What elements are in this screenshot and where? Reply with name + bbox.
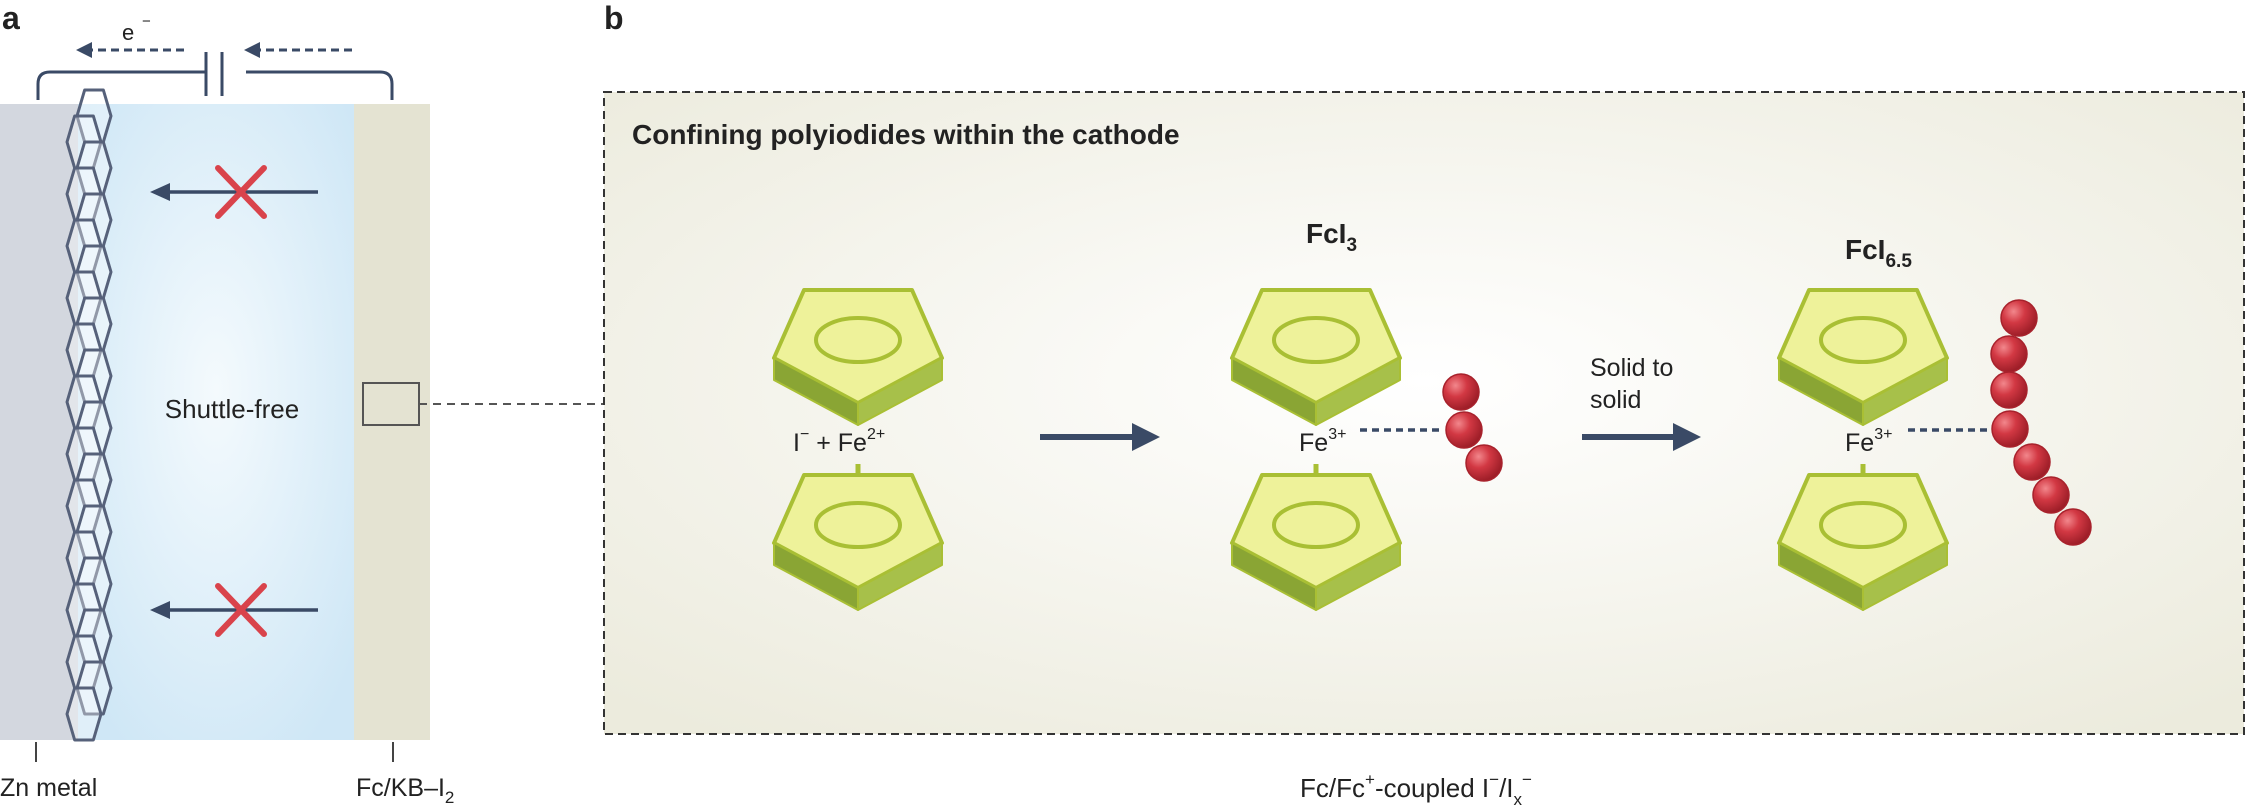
separator-hexagon — [65, 686, 103, 742]
iodine-atom — [2032, 476, 2070, 514]
cathode-electrode — [354, 104, 430, 740]
electron-superscript: − — [142, 13, 151, 30]
reaction-arrow — [1040, 423, 1160, 451]
fci3-molecule: FcI3 Fe3+ — [1230, 218, 1503, 612]
iodine-atom — [1991, 410, 2029, 448]
panel-a-letter: a — [2, 0, 20, 36]
iodide-iron-label: I− + Fe2+ — [793, 426, 885, 457]
iodine-atom — [2054, 508, 2092, 546]
shuttle-free-label: Shuttle-free — [165, 394, 299, 424]
iodine-atom — [1442, 373, 1480, 411]
fci65-molecule: FcI6.5 Fe3+ — [1777, 234, 2092, 612]
transition-label-line2: solid — [1590, 386, 1641, 414]
zn-metal-electrode — [0, 104, 78, 740]
fci65-title: FcI6.5 — [1845, 234, 1912, 272]
iodine-atom — [1990, 371, 2028, 409]
cross-mark-icon — [215, 583, 267, 637]
cross-mark-icon — [215, 165, 267, 219]
iodine-atom — [1990, 335, 2028, 373]
separator-layer — [65, 88, 113, 742]
panel-b-letter: b — [604, 0, 624, 36]
external-circuit: e − — [36, 13, 394, 100]
iodine-atom — [1465, 444, 1503, 482]
blocked-shuttle-bottom — [150, 583, 318, 637]
iodine-atom — [2013, 443, 2051, 481]
panel-b-title: Confining polyiodides within the cathode — [632, 119, 1180, 150]
ferrocenium-label: Fe3+ — [1845, 426, 1892, 457]
electron-label: e — [122, 20, 134, 45]
blocked-shuttle-top — [150, 165, 318, 219]
fci3-title: FcI3 — [1306, 218, 1357, 256]
iodine-atom — [1445, 411, 1483, 449]
panel-b-caption: Fc/Fc+-coupled I−/Ix− — [1300, 770, 1532, 807]
iodine-atom — [2000, 299, 2038, 337]
ferrocene-molecule: I− + Fe2+ — [772, 288, 944, 612]
cathode-label: Fc/KB–I2 — [356, 774, 454, 807]
panel-b: b Confining polyiodides within the catho… — [603, 0, 2245, 807]
transition-label-line1: Solid to — [1590, 354, 1673, 382]
zn-metal-label: Zn metal — [0, 774, 97, 802]
solid-to-solid-arrow: Solid to solid — [1582, 354, 1701, 451]
ferrocenium-label: Fe3+ — [1299, 426, 1346, 457]
panel-a: a e − — [0, 0, 604, 807]
